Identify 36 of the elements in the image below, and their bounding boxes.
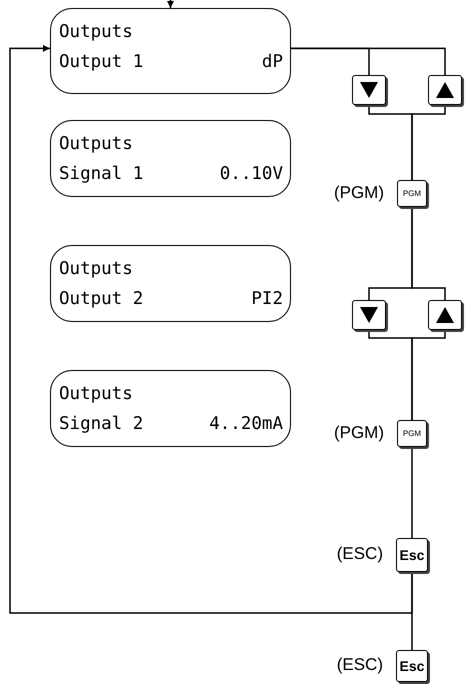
up-arrow-key bbox=[428, 300, 462, 330]
connector-line bbox=[411, 330, 446, 420]
display-text: Outputs bbox=[59, 21, 134, 44]
connector-line bbox=[411, 447, 413, 538]
down-arrow-key bbox=[352, 75, 386, 105]
display-text: PI2 bbox=[251, 288, 283, 311]
display-box bbox=[50, 8, 291, 94]
display-text: 0..10V bbox=[220, 163, 283, 186]
display-text: Outputs bbox=[59, 258, 134, 281]
key-label: (ESC) bbox=[336, 655, 383, 675]
connector-line bbox=[411, 572, 413, 650]
key-label: (PGM) bbox=[334, 422, 384, 442]
up-arrow-key bbox=[428, 75, 462, 105]
display-box bbox=[50, 370, 291, 447]
pgm-key: PGM bbox=[397, 180, 427, 207]
connector-line bbox=[411, 207, 446, 300]
display-text: dP bbox=[262, 51, 283, 74]
display-box bbox=[50, 120, 291, 197]
display-text: Outputs bbox=[59, 383, 134, 406]
key-label: (PGM) bbox=[334, 182, 384, 202]
arrow bbox=[167, 0, 174, 8]
down-arrow-key bbox=[352, 300, 386, 330]
key-label: (ESC) bbox=[336, 544, 383, 564]
display-text: 4..20mA bbox=[209, 413, 283, 436]
esc-key: Esc bbox=[396, 538, 428, 572]
esc-key: Esc bbox=[396, 650, 428, 682]
arrow bbox=[9, 44, 413, 614]
connector-line bbox=[411, 105, 446, 180]
display-box bbox=[50, 245, 291, 322]
display-text: Signal 2 bbox=[59, 413, 144, 436]
display-text: Output 2 bbox=[59, 288, 144, 311]
connector-line bbox=[291, 48, 446, 75]
display-text: Outputs bbox=[59, 133, 134, 156]
pgm-key: PGM bbox=[397, 420, 427, 447]
display-text: Signal 1 bbox=[59, 163, 144, 186]
display-text: Output 1 bbox=[59, 51, 144, 74]
